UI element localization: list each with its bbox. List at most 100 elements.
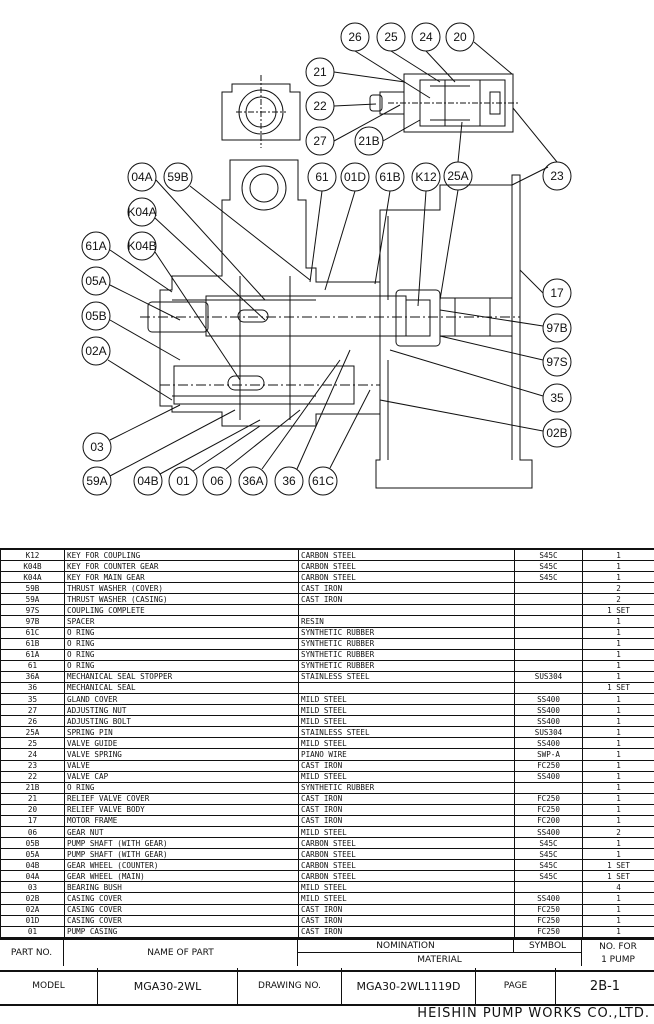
part-name-cell: O RING — [64, 782, 299, 794]
part-no-cell: 61C — [0, 627, 65, 639]
part-name-cell: MECHANICAL SEAL STOPPER — [64, 671, 299, 683]
symbol-cell: S45C — [514, 870, 583, 883]
balloons-top — [305, 22, 572, 191]
balloon-59a: 59A — [86, 474, 107, 488]
symbol-cell: FC250 — [514, 793, 583, 805]
quantity-cell: 1 — [582, 660, 654, 672]
symbol-cell: S45C — [514, 859, 583, 872]
balloon-22: 22 — [313, 99, 327, 113]
symbol-cell — [514, 638, 583, 650]
part-no-cell: 20 — [0, 804, 65, 816]
part-name-cell: CASING COVER — [64, 915, 299, 927]
part-no-cell: 01D — [0, 915, 65, 927]
part-no-cell: 97S — [0, 604, 65, 617]
material-cell: MILD STEEL — [298, 826, 515, 839]
balloon-05b: 05B — [85, 309, 106, 323]
part-name-cell: MECHANICAL SEAL — [64, 682, 299, 695]
part-name-cell: SPRING PIN — [64, 726, 299, 739]
part-no-cell: 59B — [0, 582, 65, 595]
symbol-cell — [514, 782, 583, 794]
part-no-cell: 97B — [0, 615, 65, 628]
symbol-cell: FC200 — [514, 815, 583, 827]
balloon-03: 03 — [90, 440, 104, 454]
part-name-cell: VALVE — [64, 760, 299, 772]
symbol-cell: S45C — [514, 837, 583, 850]
quantity-cell: 1 — [582, 848, 654, 861]
part-no-cell: 61B — [0, 638, 65, 650]
symbol-cell — [514, 881, 583, 894]
part-no-cell: K04A — [0, 571, 65, 584]
part-name-cell: KEY FOR COUPLING — [64, 548, 299, 562]
part-name-cell: THRUST WASHER (CASING) — [64, 593, 299, 606]
part-no-cell: 05A — [0, 848, 65, 861]
symbol-cell: FC250 — [514, 760, 583, 772]
part-name-cell: ADJUSTING NUT — [64, 704, 299, 717]
quantity-cell: 2 — [582, 593, 654, 606]
quantity-cell: 1 — [582, 638, 654, 650]
material-cell: SYNTHETIC RUBBER — [298, 627, 515, 639]
part-name-cell: O RING — [64, 627, 299, 639]
header-material: MATERIAL — [298, 953, 582, 966]
part-no-cell: 02B — [0, 892, 65, 905]
part-name-cell: SPACER — [64, 615, 299, 628]
quantity-cell: 1 — [582, 760, 654, 772]
header-no-for-line2: 1 PUMP — [601, 954, 635, 965]
material-cell: MILD STEEL — [298, 704, 515, 717]
part-no-cell: 36A — [0, 671, 65, 683]
material-cell: CARBON STEEL — [298, 848, 515, 861]
balloon-k04b: K04B — [127, 239, 156, 253]
symbol-cell: SS400 — [514, 771, 583, 783]
part-name-cell: O RING — [64, 660, 299, 672]
balloon-27: 27 — [313, 134, 327, 148]
quantity-cell: 1 SET — [582, 870, 654, 883]
material-cell: CARBON STEEL — [298, 571, 515, 584]
quantity-cell: 1 — [582, 793, 654, 805]
pump-shafts — [140, 295, 520, 405]
balloon-26: 26 — [348, 30, 362, 44]
material-cell: CAST IRON — [298, 793, 515, 805]
header-no-for-line1: NO. FOR — [599, 941, 637, 952]
balloon-25: 25 — [384, 30, 398, 44]
part-no-cell: 01 — [0, 926, 65, 939]
part-name-cell: PUMP CASING — [64, 926, 299, 939]
quantity-cell: 1 — [582, 926, 654, 939]
quantity-cell: 1 — [582, 892, 654, 905]
symbol-cell — [514, 582, 583, 595]
part-name-cell: O RING — [64, 649, 299, 661]
quantity-cell: 1 — [582, 782, 654, 794]
part-no-cell: 06 — [0, 826, 65, 839]
title-block: MODEL MGA30-2WL DRAWING NO. MGA30-2WL111… — [0, 968, 654, 1006]
part-no-cell: 36 — [0, 682, 65, 695]
symbol-cell: SS400 — [514, 826, 583, 839]
balloon-36a: 36A — [242, 474, 263, 488]
quantity-cell: 1 SET — [582, 604, 654, 617]
part-no-cell: 61A — [0, 649, 65, 661]
part-name-cell: KEY FOR MAIN GEAR — [64, 571, 299, 584]
part-no-cell: 02A — [0, 904, 65, 916]
material-cell: CARBON STEEL — [298, 859, 515, 872]
quantity-cell: 1 SET — [582, 859, 654, 872]
quantity-cell: 1 — [582, 693, 654, 706]
quantity-cell: 1 — [582, 915, 654, 927]
symbol-cell: SS400 — [514, 693, 583, 706]
material-cell: CARBON STEEL — [298, 548, 515, 562]
part-name-cell: RELIEF VALVE BODY — [64, 804, 299, 816]
symbol-cell: SS400 — [514, 892, 583, 905]
part-name-cell: PUMP SHAFT (WITH GEAR) — [64, 837, 299, 850]
end-view — [221, 75, 301, 148]
balloon-24: 24 — [419, 30, 433, 44]
balloon-k04a: K04A — [127, 205, 156, 219]
